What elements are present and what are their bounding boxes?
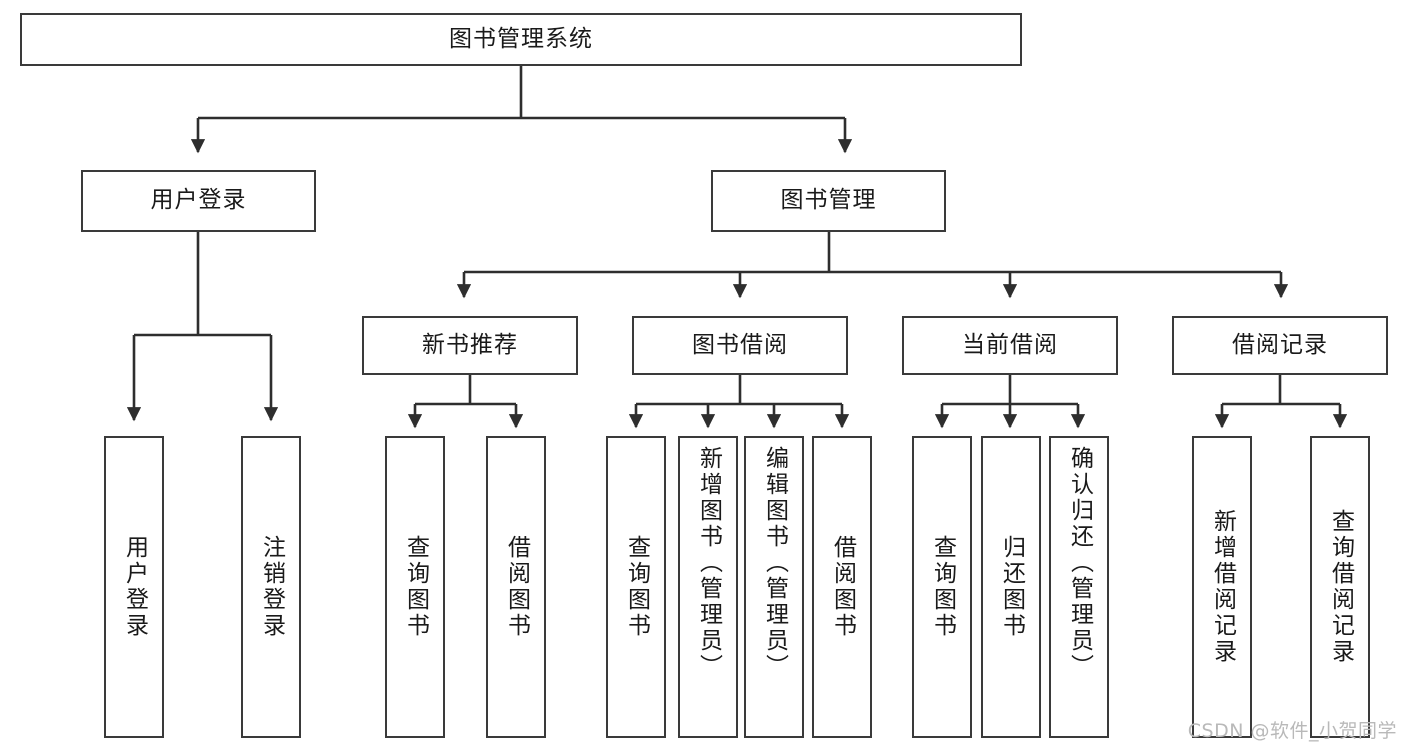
leaf-label: 新增借阅记录 <box>1209 509 1236 665</box>
leaf-label: 编辑图书（管理员） <box>761 446 788 680</box>
leaf-label: 查询图书 <box>623 535 650 639</box>
leaf-current-confirm-return-admin[interactable]: 确认归还（管理员） <box>1049 436 1109 738</box>
node-book-borrow-label: 图书借阅 <box>692 331 788 358</box>
node-borrow-record[interactable]: 借阅记录 <box>1172 316 1388 375</box>
node-new-book-recommend-label: 新书推荐 <box>422 331 518 358</box>
node-current-borrow-label: 当前借阅 <box>962 331 1058 358</box>
leaf-label: 用户登录 <box>121 535 148 639</box>
leaf-label: 查询图书 <box>929 535 956 639</box>
leaf-label: 新增图书（管理员） <box>695 446 722 680</box>
leaf-user-login-login[interactable]: 用户登录 <box>104 436 164 738</box>
leaf-record-add-record[interactable]: 新增借阅记录 <box>1192 436 1252 738</box>
leaf-recommend-borrow-book[interactable]: 借阅图书 <box>486 436 546 738</box>
node-borrow-record-label: 借阅记录 <box>1232 331 1328 358</box>
leaf-current-return-book[interactable]: 归还图书 <box>981 436 1041 738</box>
node-new-book-recommend[interactable]: 新书推荐 <box>362 316 578 375</box>
leaf-borrow-borrow-book[interactable]: 借阅图书 <box>812 436 872 738</box>
leaf-borrow-edit-book-admin[interactable]: 编辑图书（管理员） <box>744 436 804 738</box>
leaf-borrow-query-book[interactable]: 查询图书 <box>606 436 666 738</box>
leaf-label: 归还图书 <box>998 535 1025 639</box>
leaf-user-login-logout[interactable]: 注销登录 <box>241 436 301 738</box>
leaf-label: 查询借阅记录 <box>1327 509 1354 665</box>
node-current-borrow[interactable]: 当前借阅 <box>902 316 1118 375</box>
node-book-management[interactable]: 图书管理 <box>711 170 946 232</box>
node-book-management-label: 图书管理 <box>780 187 877 214</box>
leaf-record-query-record[interactable]: 查询借阅记录 <box>1310 436 1370 738</box>
leaf-borrow-add-book-admin[interactable]: 新增图书（管理员） <box>678 436 738 738</box>
node-user-login[interactable]: 用户登录 <box>81 170 316 232</box>
node-root-label: 图书管理系统 <box>449 25 593 52</box>
leaf-label: 确认归还（管理员） <box>1066 446 1093 680</box>
leaf-label: 借阅图书 <box>829 535 856 639</box>
node-root[interactable]: 图书管理系统 <box>20 13 1022 66</box>
leaf-current-query-book[interactable]: 查询图书 <box>912 436 972 738</box>
leaf-label: 借阅图书 <box>503 535 530 639</box>
node-book-borrow[interactable]: 图书借阅 <box>632 316 848 375</box>
leaf-recommend-query-book[interactable]: 查询图书 <box>385 436 445 738</box>
leaf-label: 注销登录 <box>258 535 285 639</box>
leaf-label: 查询图书 <box>402 535 429 639</box>
node-user-login-label: 用户登录 <box>150 187 247 214</box>
